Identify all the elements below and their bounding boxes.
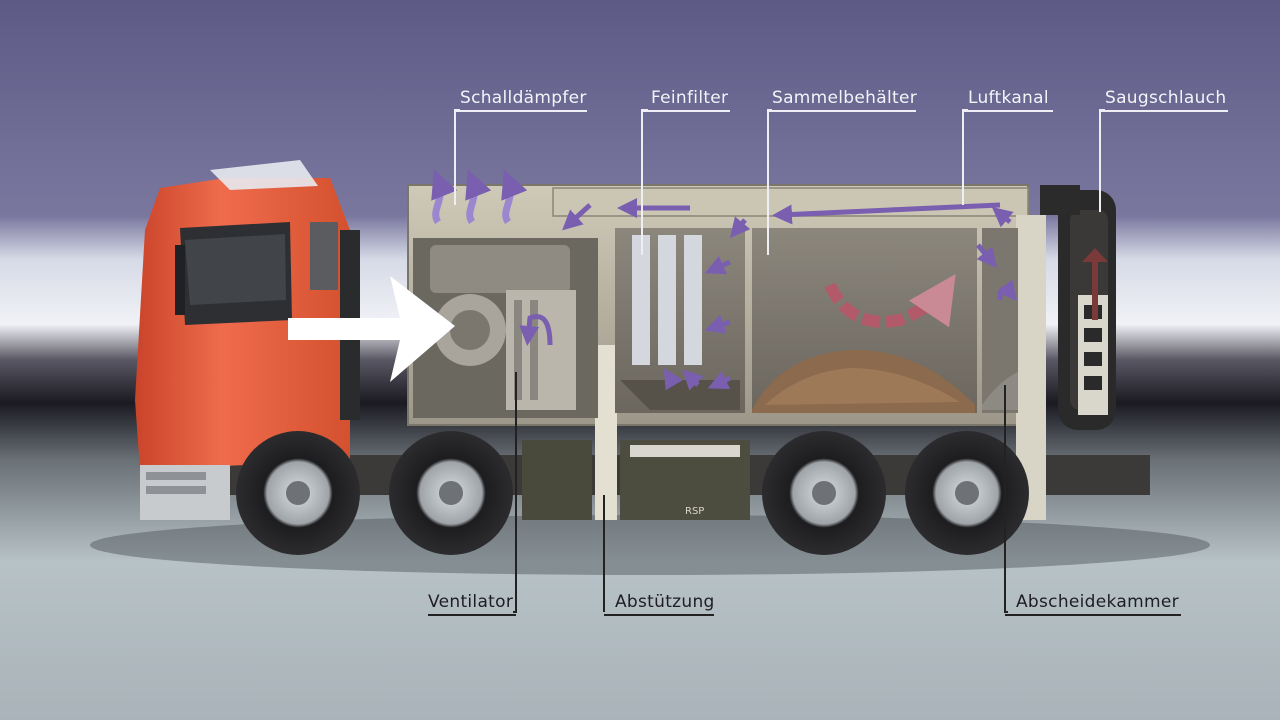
wheels	[236, 431, 1029, 555]
label-luftkanal: Luftkanal	[968, 88, 1049, 108]
underline	[768, 110, 916, 112]
exhaust-arrow-icon	[431, 169, 528, 224]
debris-flow-arrow-icon	[824, 274, 956, 328]
airflow-arrow-icon	[519, 198, 1017, 391]
inflow-arrow-icon	[288, 276, 455, 382]
truck-badge: RSP	[685, 506, 704, 517]
label-sammelbehaelter: Sammelbehälter	[772, 88, 917, 108]
label-abscheidekammer: Abscheidekammer	[1016, 592, 1179, 612]
label-feinfilter: Feinfilter	[651, 88, 729, 108]
underline	[642, 110, 730, 112]
underline	[1100, 110, 1228, 112]
underline	[455, 110, 587, 112]
label-abstuetzung: Abstützung	[615, 592, 715, 612]
fine-filter	[615, 228, 745, 413]
underline	[428, 614, 516, 616]
underline	[963, 110, 1053, 112]
lower-equipment: RSP	[522, 440, 750, 520]
label-schalldaempfer: Schalldämpfer	[460, 88, 587, 108]
truck-cab	[135, 160, 360, 520]
suction-arrow-icon	[1082, 248, 1108, 320]
underline	[1005, 614, 1181, 616]
suction-hose-reel	[1040, 185, 1116, 430]
leader-lines-bottom	[513, 372, 1008, 613]
underline	[604, 614, 714, 616]
label-ventilator: Ventilator	[428, 592, 514, 612]
label-saugschlauch: Saugschlauch	[1105, 88, 1227, 108]
